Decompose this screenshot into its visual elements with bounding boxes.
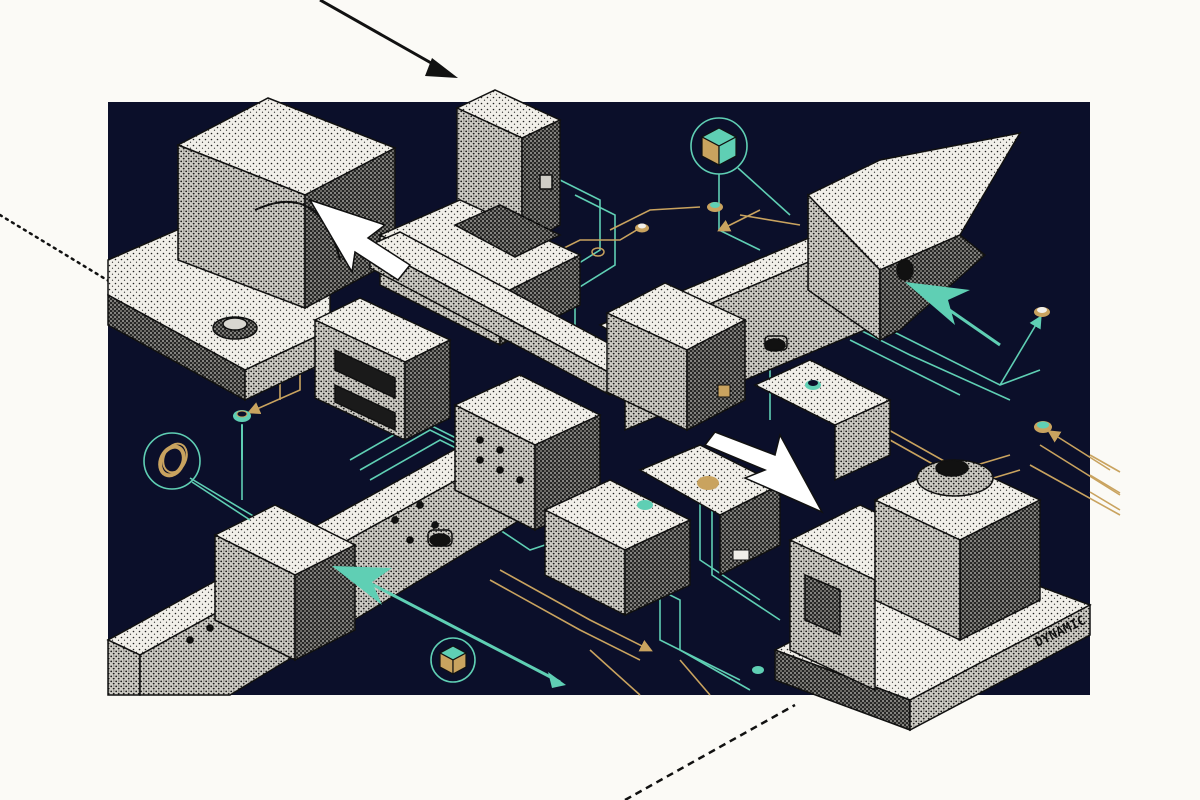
node [1034,307,1050,317]
ring-icon [158,442,188,478]
node [233,410,251,422]
node [637,500,653,510]
node [805,380,821,390]
cube-icon [700,127,738,166]
ring-badge-left [143,432,251,521]
white-arrows [308,198,824,514]
cube-badge-top [690,117,791,216]
dashed-line-bottom [624,703,796,800]
small-cube-left [213,504,357,662]
exit-traces [1089,454,1121,511]
circuit-nodes [233,202,1052,674]
cube-badge-bottom [430,637,476,683]
white-arrow-downright-icon [703,431,824,514]
node [635,223,649,233]
teal-arrows [241,282,1001,688]
node [697,476,719,490]
node [707,202,723,212]
white-arrow-upleft-icon [308,198,412,281]
center-cube [605,282,747,432]
top-arrow-line [319,0,441,70]
node [752,666,764,674]
perforated-block [453,374,602,532]
top-arrow-head-icon [425,58,458,78]
teal-arrow-right-icon [905,282,970,325]
outer-decorations [0,0,796,800]
chip [717,384,731,398]
chip [732,549,750,561]
drawer-stack [313,297,452,442]
dotted-line-left [0,213,114,285]
base-machine-bottomright: DYNAMIC [773,459,1092,732]
node [1034,421,1052,433]
left-platform [107,219,331,402]
teal-arrow-left-icon [332,566,392,605]
node [591,247,605,257]
cube-icon [438,645,468,676]
